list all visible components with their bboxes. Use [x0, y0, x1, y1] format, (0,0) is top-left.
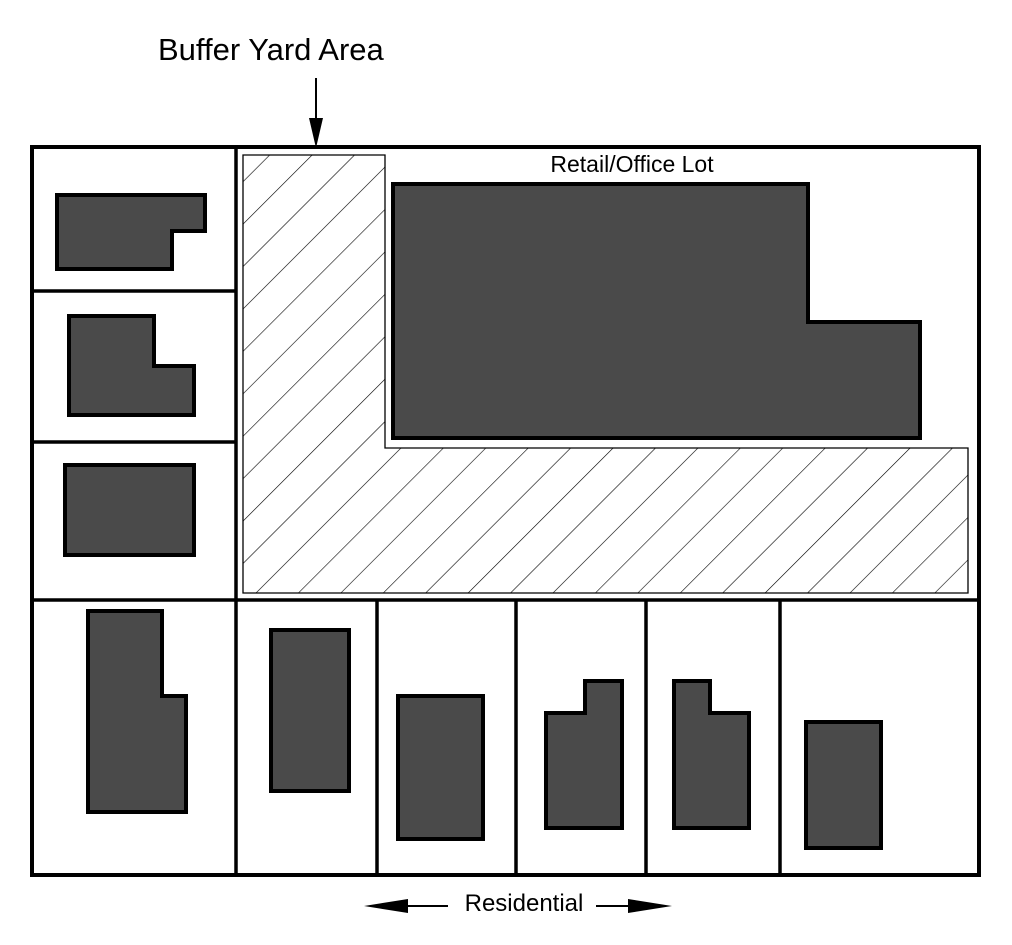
buffer-yard-area-label: Buffer Yard Area: [158, 32, 385, 67]
buffer-yard-arrow-head: [309, 118, 323, 148]
residential-building: [804, 720, 883, 850]
residential-building: [544, 679, 624, 830]
residential-building: [55, 193, 207, 271]
residential-building: [86, 609, 188, 814]
residential-building: [67, 314, 196, 417]
residential-building: [396, 694, 485, 841]
residential-building: [269, 628, 351, 793]
residential-arrow-right-head: [628, 899, 672, 913]
retail-office-building: [391, 182, 922, 440]
residential-building: [63, 463, 196, 557]
site-boundary: [30, 145, 981, 877]
residential-label: Residential: [465, 890, 584, 917]
residential-building: [672, 679, 751, 830]
buffer-yard-area: [242, 154, 969, 594]
retail-office-lot-label: Retail/Office Lot: [550, 151, 714, 177]
residential-arrow-left-head: [364, 899, 408, 913]
